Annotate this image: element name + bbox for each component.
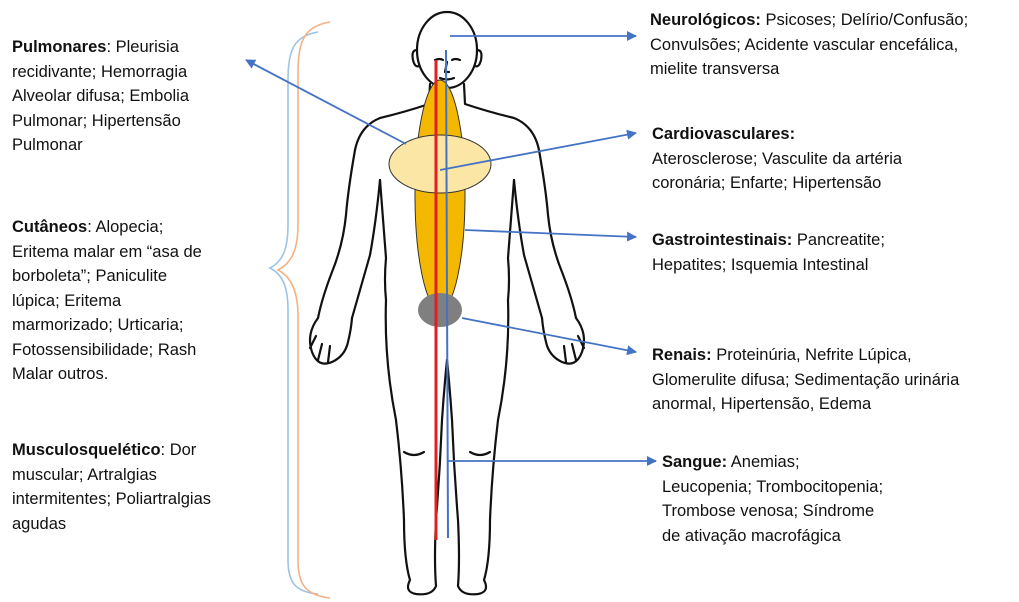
label-neurologicos: Neurológicos: Psicoses; Delírio/Confusão…: [650, 8, 1016, 82]
label-musculosqueletico-title: Musculosquelético: [12, 441, 161, 459]
label-musculosqueletico: Musculosquelético: Dor muscular; Artralg…: [12, 438, 282, 536]
label-sangue-title: Sangue:: [662, 453, 727, 471]
label-cutaneos-title: Cutâneos: [12, 218, 87, 236]
label-cardiovasculares-title: Cardiovasculares:: [652, 125, 795, 143]
label-cardiovasculares: Cardiovasculares: Aterosclerose; Vasculi…: [652, 122, 1012, 196]
bracket-orange: [278, 22, 330, 598]
label-gastrointestinais: Gastrointestinais: Pancreatite; Hepatite…: [652, 228, 1012, 277]
label-renais: Renais: Proteinúria, Nefrite Lúpica, Glo…: [652, 343, 1018, 417]
label-pulmonares: Pulmonares: Pleurisia recidivante; Hemor…: [12, 35, 272, 158]
abdomen-circle: [418, 293, 462, 327]
label-renais-title: Renais:: [652, 346, 712, 364]
label-sangue: Sangue: Anemias; Leucopenia; Trombocitop…: [662, 450, 1012, 548]
arrow-renais: [462, 318, 636, 352]
label-cutaneos: Cutâneos: Alopecia; Eritema malar em “as…: [12, 215, 272, 387]
label-pulmonares-title: Pulmonares: [12, 38, 106, 56]
label-cutaneos-text: : Alopecia; Eritema malar em “asa de bor…: [12, 218, 202, 383]
label-neurologicos-title: Neurológicos:: [650, 11, 761, 29]
torso-vertical-ellipse: [415, 80, 465, 310]
label-gastrointestinais-title: Gastrointestinais:: [652, 231, 792, 249]
label-cardiovasculares-text: Aterosclerose; Vasculite da artéria coro…: [652, 150, 902, 193]
